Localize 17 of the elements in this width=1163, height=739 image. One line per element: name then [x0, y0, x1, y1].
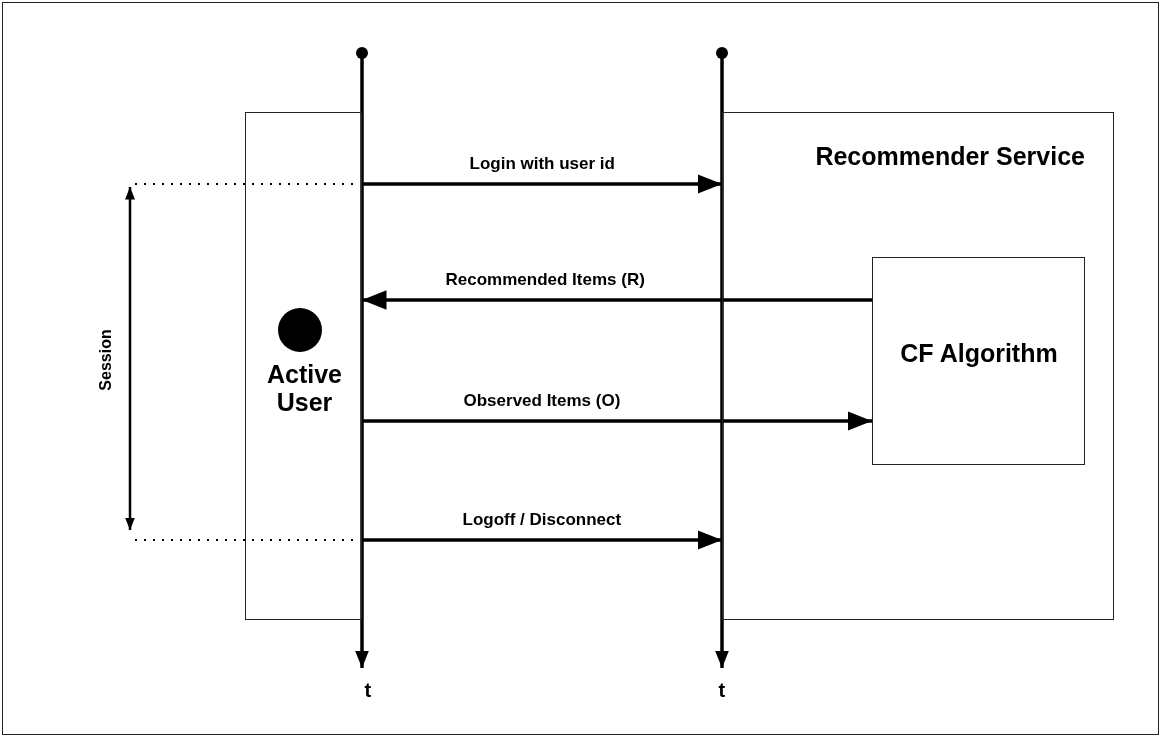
- edge-label: Observed Items (O): [461, 391, 623, 411]
- actor-label: Active User: [265, 361, 343, 416]
- message-arrow: [362, 290, 872, 310]
- algorithm-label: CF Algorithm: [899, 339, 1059, 367]
- actor-box: [245, 112, 362, 620]
- message-arrow: [362, 411, 872, 431]
- edge-label: Login with user id: [467, 154, 617, 174]
- message-arrow: [362, 174, 722, 194]
- message-arrow: [362, 530, 722, 550]
- dimension-label: Session: [96, 329, 115, 391]
- edge-label: Logoff / Disconnect: [460, 510, 624, 530]
- service-label: Recommender Service: [814, 143, 1085, 171]
- time-axis-label: t: [364, 678, 372, 702]
- service-box: [722, 112, 1114, 620]
- time-axis-label: t: [718, 678, 726, 702]
- edge-label: Recommended Items (R): [443, 270, 647, 290]
- algorithm-box: [871, 256, 1085, 465]
